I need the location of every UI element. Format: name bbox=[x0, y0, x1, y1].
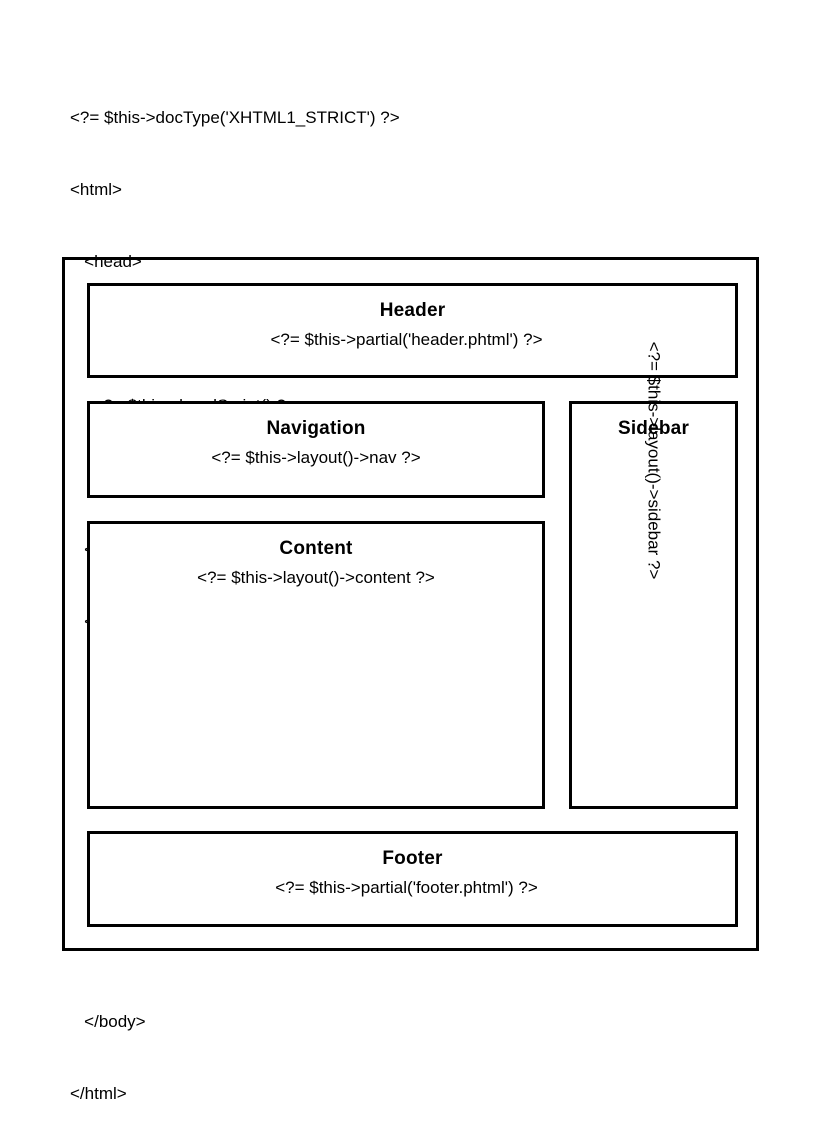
code-line: </body> bbox=[70, 1012, 146, 1031]
region-sidebar-title: Sidebar bbox=[617, 418, 690, 439]
region-sidebar-code-wrapper: <?= $this->layout()->sidebar ?> bbox=[572, 342, 735, 802]
region-sidebar: Sidebar <?= $this->layout()->sidebar ?> bbox=[569, 342, 738, 809]
region-navigation-title: Navigation bbox=[266, 418, 366, 439]
layout-frame: Header <?= $this->partial('header.phtml'… bbox=[62, 257, 759, 951]
region-content: Content <?= $this->layout()->content ?> bbox=[87, 521, 545, 809]
code-listing-bottom: </body> </html> bbox=[70, 962, 146, 1130]
region-navigation-code: <?= $this->layout()->nav ?> bbox=[211, 448, 421, 467]
page-root: { "code_top": { "lines": [ "<?= $this->d… bbox=[62, 108, 759, 1103]
region-footer: Footer <?= $this->partial('footer.phtml'… bbox=[87, 831, 738, 927]
region-header: Header <?= $this->partial('header.phtml'… bbox=[87, 283, 738, 378]
code-line: <?= $this->docType('XHTML1_STRICT') ?> bbox=[70, 108, 400, 127]
region-footer-title: Footer bbox=[382, 848, 443, 869]
code-line: <head> bbox=[70, 252, 142, 271]
region-content-title: Content bbox=[279, 538, 353, 559]
region-header-title: Header bbox=[379, 300, 446, 321]
region-header-code: <?= $this->partial('header.phtml') ?> bbox=[270, 330, 543, 349]
region-navigation: Navigation <?= $this->layout()->nav ?> bbox=[87, 401, 545, 498]
region-footer-code: <?= $this->partial('footer.phtml') ?> bbox=[275, 878, 538, 897]
code-line: </html> bbox=[70, 1084, 127, 1103]
region-sidebar-code: <?= $this->layout()->sidebar ?> bbox=[644, 341, 664, 580]
region-content-code: <?= $this->layout()->content ?> bbox=[197, 568, 435, 587]
code-line: <html> bbox=[70, 180, 122, 199]
